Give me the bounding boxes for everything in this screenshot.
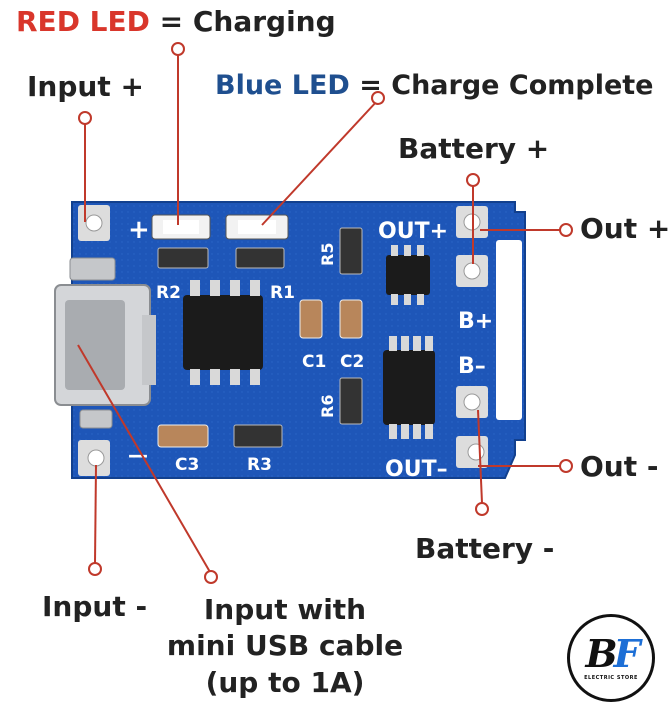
micro-usb-connector xyxy=(54,257,156,429)
brand-logo-subtext: ELECTRIC STORE xyxy=(584,675,638,681)
leader-usb xyxy=(77,344,218,584)
leader-red-led xyxy=(171,42,185,225)
usb-label-line3: (up to 1A) xyxy=(205,665,365,699)
mosfet-ic xyxy=(383,336,435,439)
silk-minus: — xyxy=(128,443,148,467)
silk-r1: R1 xyxy=(270,283,295,303)
usb-label-line2: mini USB cable xyxy=(166,629,404,663)
leader-blue-led xyxy=(261,91,385,226)
leader-battery-plus xyxy=(466,173,480,264)
out-minus-label: Out - xyxy=(580,450,659,483)
silk-c1: C1 xyxy=(302,352,326,372)
leader-out-minus xyxy=(478,459,573,473)
red-led-label: RED LED = Charging xyxy=(16,8,336,36)
red-led-word: RED LED xyxy=(16,5,150,38)
blue-led-label: Blue LED = Charge Complete xyxy=(215,72,654,99)
silk-out-minus: OUT– xyxy=(385,457,448,482)
pad-battery-plus xyxy=(456,255,488,287)
input-plus-label: Input + xyxy=(27,70,144,103)
silk-r3: R3 xyxy=(247,455,272,475)
charger-ic xyxy=(183,280,263,385)
pad-input-minus xyxy=(78,440,110,476)
input-minus-label: Input - xyxy=(42,590,148,623)
battery-plus-label: Battery + xyxy=(398,132,550,165)
pad-battery-minus xyxy=(456,386,488,418)
usb-input-label: Input with mini USB cable (up to 1A) xyxy=(160,592,410,701)
pad-out-minus xyxy=(456,436,488,468)
blue-led-word: Blue LED xyxy=(215,70,350,101)
protection-ic xyxy=(386,245,430,305)
silkscreen: + — R2 R1 C3 R3 C1 C2 R5 R6 OUT+ OUT– B+… xyxy=(128,215,493,482)
brand-logo-mark: BF xyxy=(585,631,640,676)
blue-led-rest: = Charge Complete xyxy=(359,70,654,101)
red-led-rest: = Charging xyxy=(159,5,336,38)
silk-r5: R5 xyxy=(318,243,337,266)
smd-components xyxy=(157,227,363,448)
leader-input-plus xyxy=(78,111,92,222)
blue-led xyxy=(225,214,289,240)
silk-r6: R6 xyxy=(318,395,337,418)
silk-c2: C2 xyxy=(340,352,364,372)
leader-out-plus xyxy=(480,223,573,237)
leader-input-minus xyxy=(88,464,102,576)
leader-battery-minus xyxy=(475,409,489,516)
silk-plus: + xyxy=(128,215,150,245)
silk-r2: R2 xyxy=(156,283,181,303)
battery-minus-label: Battery - xyxy=(415,532,555,565)
out-plus-label: Out + xyxy=(580,212,671,245)
silk-b-plus: B+ xyxy=(458,309,493,334)
brand-logo: BF ELECTRIC STORE xyxy=(567,614,655,702)
silk-b-minus: B– xyxy=(458,354,486,379)
silk-c3: C3 xyxy=(175,455,199,475)
silk-out-plus: OUT+ xyxy=(378,219,448,244)
pad-input-plus xyxy=(78,205,110,241)
usb-label-line1: Input with xyxy=(203,593,367,626)
red-led xyxy=(151,214,211,240)
leader-lines xyxy=(77,42,573,584)
